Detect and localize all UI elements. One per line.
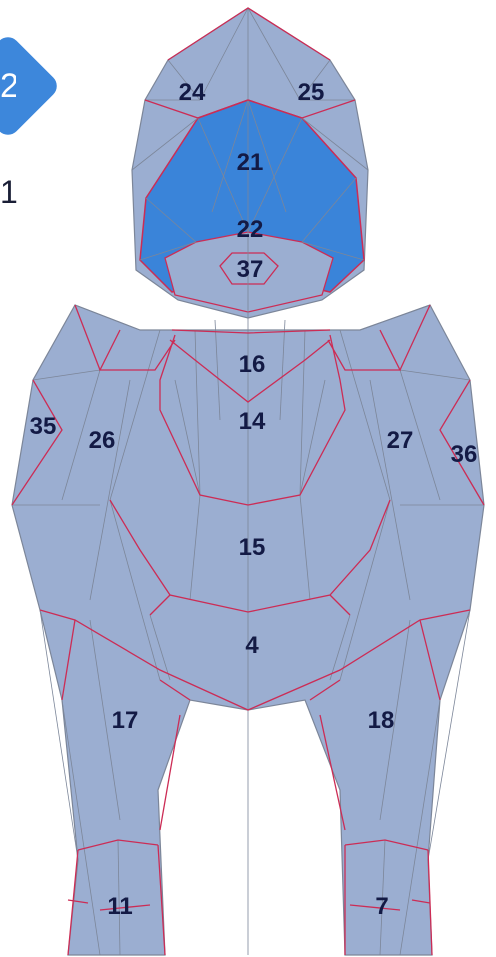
part-label-37: 37 <box>237 256 264 283</box>
part-label-18: 18 <box>368 707 395 734</box>
part-label-27: 27 <box>387 427 414 454</box>
part-label-22: 22 <box>237 216 264 243</box>
part-label-17: 17 <box>112 707 139 734</box>
part-label-15: 15 <box>239 534 266 561</box>
part-label-4: 4 <box>245 632 259 659</box>
part-label-7: 7 <box>375 893 388 920</box>
part-label-21: 21 <box>237 149 264 176</box>
part-label-25: 25 <box>298 79 325 106</box>
part-label-26: 26 <box>89 427 116 454</box>
part-label-35: 35 <box>30 413 57 440</box>
part-label-11: 11 <box>107 893 132 920</box>
part-label-36: 36 <box>451 441 478 468</box>
part-label-16: 16 <box>239 351 266 378</box>
part-label-14: 14 <box>239 408 266 435</box>
part-label-24: 24 <box>179 79 206 106</box>
